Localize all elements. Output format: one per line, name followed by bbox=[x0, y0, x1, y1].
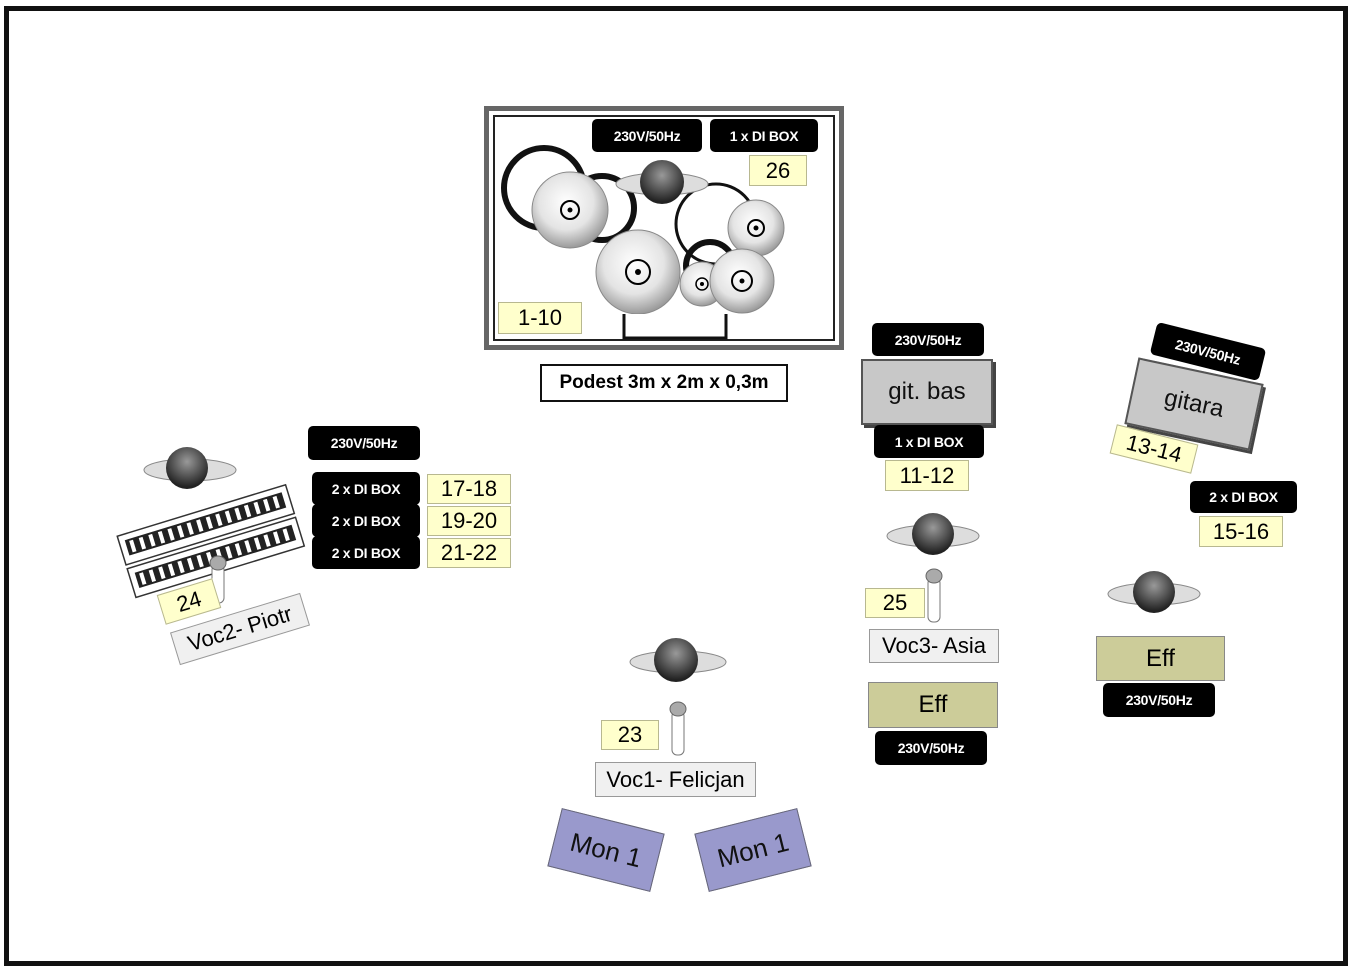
voc3-channel: 25 bbox=[865, 588, 925, 618]
voc3-name: Voc3- Asia bbox=[869, 629, 999, 663]
vocalist-1-icon bbox=[629, 638, 727, 682]
microphone-icon bbox=[925, 568, 943, 623]
keys-di-channels-3: 21-22 bbox=[427, 538, 511, 568]
keys-di-box-3: 2 x DI BOX bbox=[312, 536, 420, 569]
keyboardist-icon bbox=[143, 447, 237, 489]
drums-di-box-label: 1 x DI BOX bbox=[710, 119, 818, 152]
drums-di-channel: 26 bbox=[749, 155, 807, 186]
guitar-effects: Eff bbox=[1096, 636, 1225, 681]
voc3-effects-power-label: 230V/50Hz bbox=[875, 731, 987, 765]
guitar-effects-power-label: 230V/50Hz bbox=[1103, 683, 1215, 717]
voc1-channel: 23 bbox=[601, 720, 659, 750]
voc3-effects: Eff bbox=[868, 682, 998, 728]
bass-channels: 11-12 bbox=[885, 460, 969, 491]
riser-label: Podest 3m x 2m x 0,3m bbox=[540, 364, 788, 402]
bass-power-label: 230V/50Hz bbox=[872, 323, 984, 356]
guitarist-icon bbox=[1107, 571, 1201, 613]
drum-kit-icon bbox=[501, 145, 785, 340]
keys-di-channels-2: 19-20 bbox=[427, 506, 511, 536]
guitar-di-channels: 15-16 bbox=[1199, 516, 1283, 547]
keys-di-channels-1: 17-18 bbox=[427, 474, 511, 504]
guitar-di-box-label: 2 x DI BOX bbox=[1190, 481, 1297, 513]
drums-power-label: 230V/50Hz bbox=[592, 119, 702, 152]
keys-di-box-1: 2 x DI BOX bbox=[312, 472, 420, 505]
keys-di-box-2: 2 x DI BOX bbox=[312, 504, 420, 537]
bass-amp: git. bas bbox=[861, 359, 993, 425]
drums-channels: 1-10 bbox=[498, 302, 582, 334]
microphone-icon bbox=[669, 701, 687, 756]
keys-power-label: 230V/50Hz bbox=[308, 426, 420, 460]
voc1-name: Voc1- Felicjan bbox=[595, 762, 756, 797]
bassist-icon bbox=[886, 513, 980, 555]
bass-di-box-label: 1 x DI BOX bbox=[874, 425, 984, 458]
